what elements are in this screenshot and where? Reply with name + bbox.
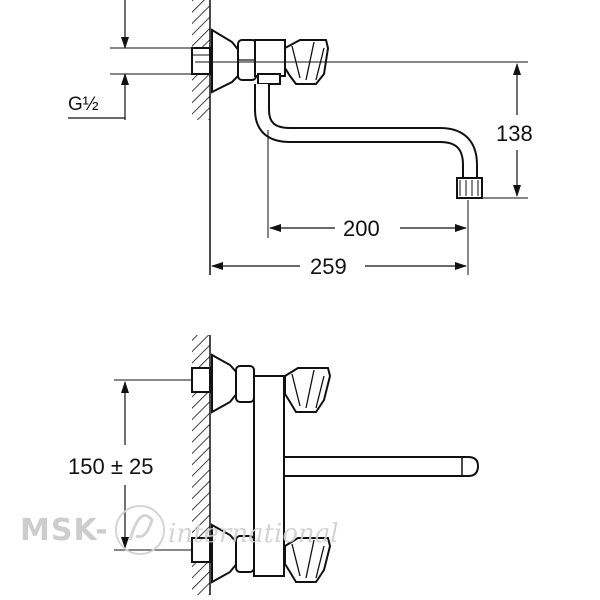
valve-body-top [254, 39, 286, 77]
overall-length-label: 259 [310, 254, 347, 279]
spout-reach-label: 200 [343, 216, 380, 241]
upper-connector [191, 367, 211, 393]
upper-handle [284, 367, 332, 413]
thread-size-label: G½ [68, 94, 99, 115]
watermark: MSK- international [20, 505, 339, 555]
watermark-text-right: international [168, 519, 339, 549]
watermark-logo [115, 505, 165, 555]
center-distance-label: 150 ± 25 [68, 454, 153, 479]
escutcheon-top [211, 28, 241, 94]
mixer-body [253, 375, 285, 577]
wall-hatch-bottom [192, 335, 210, 595]
side-view: G½ 138 200 259 [68, 0, 533, 279]
front-view: 150 ± 25 [68, 335, 480, 595]
watermark-text-left: MSK- [20, 513, 109, 548]
upper-escutcheon [211, 353, 239, 414]
thread-connector [191, 47, 211, 75]
upper-nut [235, 365, 255, 403]
spout-height-label: 138 [496, 121, 533, 146]
front-spout [283, 456, 480, 477]
lower-handle [284, 537, 332, 583]
aerator [456, 177, 483, 199]
